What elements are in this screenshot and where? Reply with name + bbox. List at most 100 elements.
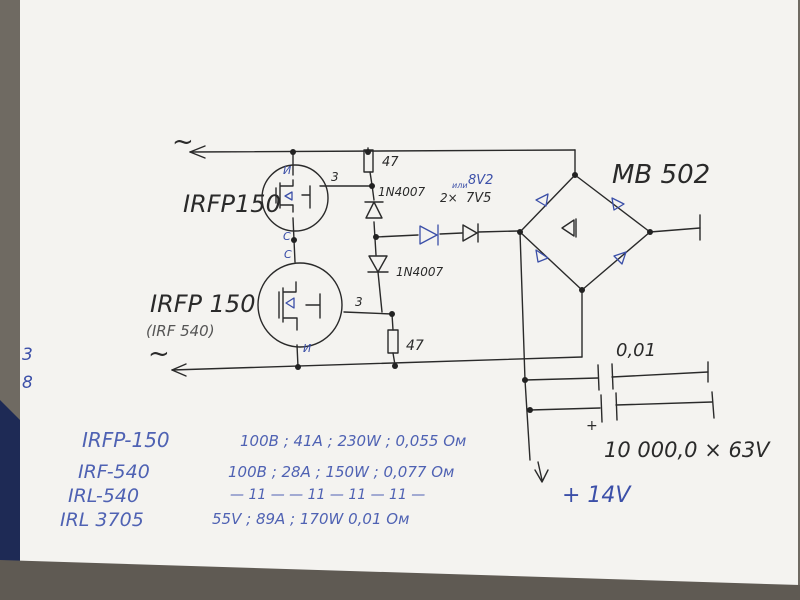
cap-small-label: 0,01 — [616, 340, 656, 361]
junction-dots — [290, 149, 653, 413]
ac-bottom-arrow — [171, 363, 187, 377]
spec-part: IRF-540 — [78, 461, 150, 483]
wire-zener-mid — [439, 232, 463, 235]
zener-2-triangle — [462, 224, 478, 242]
wire-cap-small-right — [611, 371, 709, 378]
junction-dot — [572, 172, 578, 178]
junction-dot — [290, 149, 296, 155]
d1-label: 1N4007 — [378, 185, 426, 199]
spec-row-3: IRL-540 — 11 — — 11 — 11 — 11 — — [68, 485, 425, 507]
q2-body — [257, 262, 343, 348]
q1-arrow-icon — [284, 191, 293, 201]
edge-mark-1: 3 — [22, 345, 33, 365]
r1-label: 47 — [382, 155, 399, 170]
zener-strike-label: 2× — [440, 191, 458, 205]
q2-source-label: И — [303, 342, 311, 355]
wire-cap-big-right — [615, 401, 713, 406]
junction-dot — [373, 234, 379, 240]
spec-row-1: IRFP-150 100В ; 41А ; 230W ; 0,055 Ом — [82, 428, 466, 452]
q2-gate-label: 3 — [355, 295, 363, 309]
cap-big-terminal — [711, 391, 715, 419]
paper — [20, 0, 798, 594]
cap-plus-label: + — [586, 418, 598, 434]
junction-dot — [291, 237, 297, 243]
diode-d2 — [367, 255, 389, 273]
bridge-diode-tl-icon — [535, 193, 549, 207]
capacitor-big — [600, 392, 618, 423]
q1-symbol — [275, 179, 311, 213]
wire-bridge-out — [649, 227, 701, 233]
spec-row-2: IRF-540 100В ; 28А ; 150W ; 0,077 Ом — [78, 461, 454, 483]
wire-zener-in — [375, 234, 419, 238]
bridge-center-diode — [561, 218, 577, 238]
output-label: + 14V — [562, 483, 632, 508]
d2-label: 1N4007 — [396, 265, 444, 279]
q1-body — [261, 164, 329, 232]
output-arrow — [534, 469, 549, 483]
cap-big-plates — [600, 392, 618, 423]
wire-zener-out — [477, 230, 519, 233]
wire-bottom-rail — [171, 356, 583, 371]
spec-values: — 11 — — 11 — 11 — 11 — — [230, 487, 425, 503]
junction-dot — [522, 377, 528, 383]
q1-drain-label: И — [283, 164, 291, 177]
spec-row-4: IRL 3705 55V ; 89А ; 170W 0,01 Ом — [60, 509, 409, 531]
r2-label: 47 — [406, 338, 424, 354]
spec-part: IRL 3705 — [60, 509, 144, 531]
transistor-q1 — [261, 164, 329, 232]
resistor-r2 — [387, 329, 399, 354]
zener-label: 7V5 — [466, 191, 491, 206]
spec-part: IRFP-150 — [82, 428, 170, 452]
spec-table: IRFP-150 100В ; 41А ; 230W ; 0,055 Ом IR… — [60, 428, 466, 531]
spec-part: IRL-540 — [68, 485, 139, 507]
q2-arrow-icon — [285, 297, 295, 309]
ac-top-arrow — [189, 145, 206, 159]
wire-r2-bottom — [392, 352, 396, 366]
wire-cap-small-left — [524, 377, 599, 381]
zener-1-triangle — [419, 225, 438, 245]
junction-dot — [295, 364, 301, 370]
wire-cap-big-left — [529, 407, 601, 411]
junction-dot — [365, 149, 371, 155]
junction-dot — [369, 183, 375, 189]
junction-dot — [647, 229, 653, 235]
zener-alt-label: 8V2 — [468, 173, 493, 188]
labels: ~ ~ IRFP150 IRFP 150 (IRF 540) И 3 С С 3… — [22, 127, 771, 508]
spec-values: 100В ; 41А ; 230W ; 0,055 Ом — [240, 432, 466, 450]
edge-mark-2: 8 — [22, 373, 33, 393]
transistor-q2 — [257, 262, 343, 348]
q1-gate-label: 3 — [331, 170, 339, 184]
junction-dot — [389, 311, 395, 317]
d1-triangle — [365, 201, 383, 219]
zener-diodes — [419, 223, 479, 246]
junction-dot — [517, 229, 523, 235]
wire-q2-gate — [343, 311, 393, 315]
ac-top-symbol: ~ — [172, 127, 194, 157]
q2-alt-label: (IRF 540) — [146, 322, 215, 340]
wire-d2-r2 — [377, 271, 383, 313]
q1-source-label: С — [283, 230, 291, 243]
cap-small-plates — [597, 363, 614, 391]
junction-dot — [527, 407, 533, 413]
wire-r1-bottom — [369, 171, 373, 186]
cap-big-label: 10 000,0 × 63V — [604, 438, 771, 462]
zener-or-label: или — [452, 181, 468, 190]
q1-label: IRFP150 — [183, 190, 281, 218]
junction-dot — [579, 287, 585, 293]
spec-values: 55V ; 89А ; 170W 0,01 Ом — [212, 510, 409, 528]
diode-d1 — [364, 201, 384, 219]
junction-dot — [392, 363, 398, 369]
wire-top-rail — [189, 149, 576, 153]
spec-values: 100В ; 28А ; 150W ; 0,077 Ом — [228, 463, 454, 481]
q2-symbol — [278, 281, 321, 331]
bridge-diode-br-icon — [613, 251, 627, 265]
capacitor-small — [597, 363, 614, 391]
ac-bottom-symbol: ~ — [148, 339, 170, 369]
q2-label: IRFP 150 — [150, 290, 255, 318]
blue-notebook-corner — [0, 400, 20, 600]
wire-q2-source — [296, 344, 299, 368]
bridge-label: MB 502 — [612, 160, 710, 190]
wires — [171, 145, 715, 483]
